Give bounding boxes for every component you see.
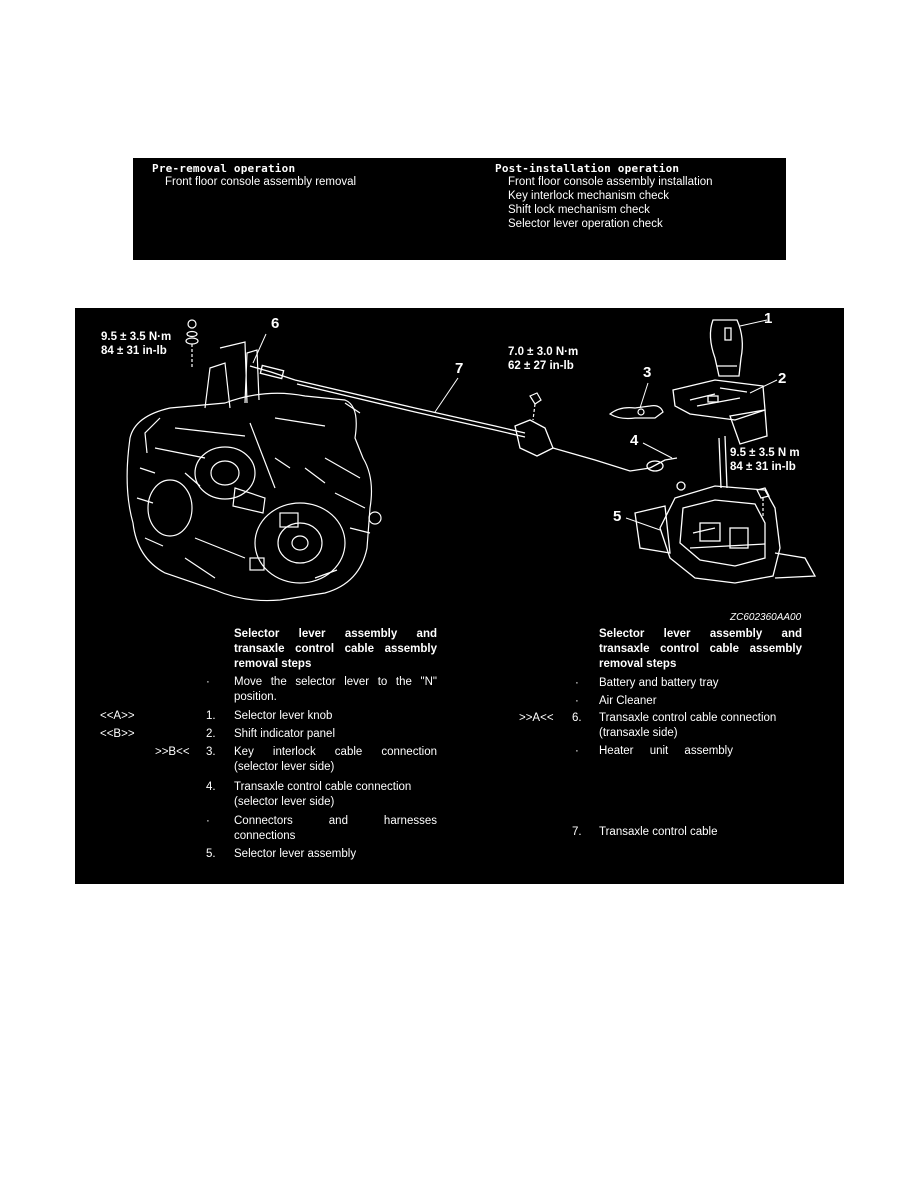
step-text: Transaxle control cable bbox=[599, 826, 718, 838]
step-bullet: · bbox=[575, 745, 579, 757]
step-number: 5. bbox=[206, 848, 216, 860]
step-text: Air Cleaner bbox=[599, 695, 657, 707]
callout-4: 4 bbox=[630, 432, 639, 449]
torque-inlb: 84 ± 31 in-lb bbox=[730, 461, 796, 473]
callout-7: 7 bbox=[455, 360, 464, 377]
torque-nm: 7.0 ± 3.0 N·m bbox=[508, 346, 579, 358]
step-text: Selector lever assembly bbox=[234, 848, 357, 860]
operations-box: Pre-removal operation Front floor consol… bbox=[133, 158, 786, 260]
torque-inlb: 62 ± 27 in-lb bbox=[508, 360, 574, 372]
step-ref: <<B>> bbox=[100, 728, 135, 740]
step-text: Key interlock cable connection bbox=[234, 746, 437, 758]
step-text: Battery and battery tray bbox=[599, 677, 719, 689]
post-installation-heading: Post-installation operation bbox=[495, 162, 680, 175]
step-text: Connectors and harnesses bbox=[234, 815, 437, 827]
step-number: 6. bbox=[572, 712, 582, 724]
step-number: 2. bbox=[206, 728, 216, 740]
left-steps-heading-line1: Selector lever assembly and bbox=[234, 628, 437, 640]
leader-lines bbox=[252, 319, 778, 531]
step-ref: >>A<< bbox=[519, 712, 554, 724]
step-text-cont: (transaxle side) bbox=[599, 727, 678, 739]
shift-indicator-panel bbox=[672, 379, 768, 445]
post-installation-item: Key interlock mechanism check bbox=[508, 190, 670, 202]
pre-removal-section: Pre-removal operation Front floor consol… bbox=[152, 162, 356, 189]
step-text: Transaxle control cable connection bbox=[234, 781, 412, 793]
step-number: 1. bbox=[206, 710, 216, 722]
diagram-panel: 9.5 ± 3.5 N·m 84 ± 31 in-lb 7.0 ± 3.0 N·… bbox=[75, 308, 844, 884]
step-text-cont: (selector lever side) bbox=[234, 761, 335, 773]
transaxle-drawing bbox=[126, 349, 382, 602]
step-bullet: · bbox=[206, 676, 210, 688]
figure-code: ZC602360AA00 bbox=[730, 612, 802, 623]
callout-3: 3 bbox=[643, 364, 652, 381]
right-steps-heading-line2: transaxle control cable assembly bbox=[599, 643, 802, 655]
step-text-cont: (selector lever side) bbox=[234, 796, 335, 808]
step-number: 4. bbox=[206, 781, 216, 793]
step-bullet: · bbox=[575, 695, 579, 707]
post-installation-item: Shift lock mechanism check bbox=[508, 204, 650, 216]
transaxle-control-cable bbox=[249, 364, 678, 472]
step-ref: >>B<< bbox=[155, 746, 190, 758]
bolt-right bbox=[756, 487, 770, 518]
post-installation-section: Post-installation operation Front floor … bbox=[495, 162, 713, 231]
step-bullet: · bbox=[575, 677, 579, 689]
step-text: Selector lever knob bbox=[234, 710, 333, 722]
torque-label-top-left: 9.5 ± 3.5 N·m 84 ± 31 in-lb bbox=[101, 330, 171, 358]
torque-nm: 9.5 ± 3.5 N m bbox=[730, 447, 800, 459]
exploded-diagram bbox=[126, 319, 817, 602]
right-steps-heading-line1: Selector lever assembly and bbox=[599, 628, 802, 640]
step-text-cont: position. bbox=[234, 691, 277, 703]
step-text: Transaxle control cable connection bbox=[599, 712, 777, 724]
right-steps-heading-line3: removal steps bbox=[599, 658, 677, 670]
torque-inlb: 84 ± 31 in-lb bbox=[101, 345, 167, 357]
selector-lever-assembly bbox=[634, 435, 817, 584]
torque-label-center: 7.0 ± 3.0 N·m 62 ± 27 in-lb bbox=[508, 345, 578, 373]
step-bullet: · bbox=[206, 815, 210, 827]
post-installation-item: Selector lever operation check bbox=[508, 218, 663, 230]
left-steps-heading-line2: transaxle control cable assembly bbox=[234, 643, 437, 655]
callout-1: 1 bbox=[764, 310, 773, 327]
pre-removal-heading: Pre-removal operation bbox=[152, 162, 296, 175]
torque-nm: 9.5 ± 3.5 N·m bbox=[101, 331, 172, 343]
callout-2: 2 bbox=[778, 370, 787, 387]
key-interlock-cable bbox=[608, 405, 664, 420]
post-installation-item: Front floor console assembly installatio… bbox=[508, 176, 713, 188]
left-steps-heading-line3: removal steps bbox=[234, 658, 312, 670]
callout-5: 5 bbox=[613, 508, 622, 525]
step-text: Move the selector lever to the "N" bbox=[234, 676, 437, 688]
selector-knob bbox=[709, 319, 743, 377]
bolt-center bbox=[529, 392, 542, 421]
torque-label-right: 9.5 ± 3.5 N m 84 ± 31 in-lb bbox=[730, 446, 800, 474]
step-text: Heater unit assembly bbox=[599, 745, 733, 757]
bolt-top-left bbox=[185, 319, 248, 404]
pre-removal-item: Front floor console assembly removal bbox=[165, 176, 357, 188]
callout-6: 6 bbox=[271, 315, 280, 332]
step-ref: <<A>> bbox=[100, 710, 135, 722]
step-number: 7. bbox=[572, 826, 582, 838]
step-text-cont: connections bbox=[234, 830, 296, 842]
step-text: Shift indicator panel bbox=[234, 728, 336, 740]
step-number: 3. bbox=[206, 746, 216, 758]
